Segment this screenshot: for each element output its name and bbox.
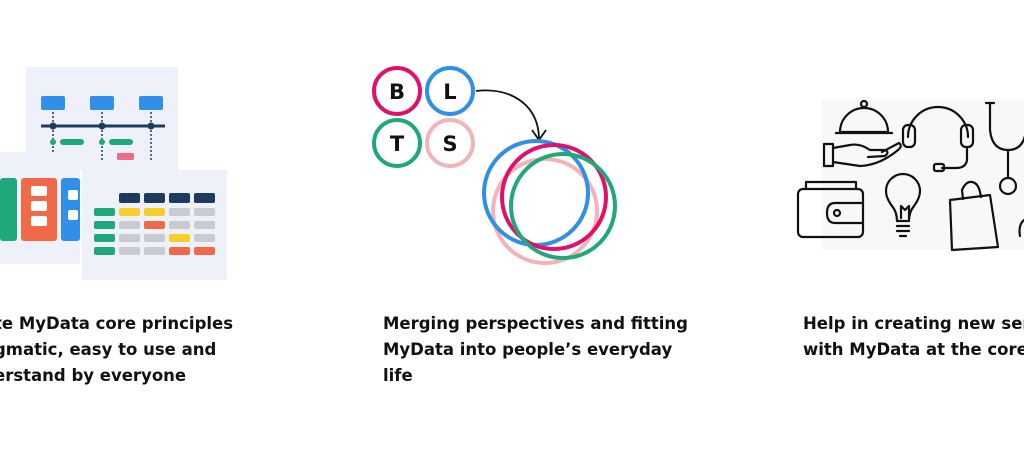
caption-line: Help in creating new ser: [803, 314, 1024, 333]
caption-line: erstand by everyone: [0, 366, 187, 385]
headset-icon: [901, 105, 975, 173]
circle-letter: B: [389, 80, 405, 104]
caption-line: life: [383, 366, 413, 385]
circle-letter: T: [390, 132, 405, 156]
caption-line: with MyData at the core: [803, 340, 1024, 359]
stethoscope-icon: [984, 101, 1024, 196]
shopping-bag-icon: [948, 180, 1024, 252]
feature-caption: Help in creating new ser with MyData at …: [803, 311, 1024, 363]
feature-core-principles: te MyData core principles gmatic, easy t…: [0, 0, 340, 471]
lightbulb-icon: [884, 172, 922, 238]
circle-letter: L: [443, 80, 456, 104]
feature-caption: te MyData core principles gmatic, easy t…: [0, 311, 233, 389]
cloche-hand-icon: [822, 99, 902, 168]
wallet-icon: [796, 180, 865, 239]
caption-line: Merging perspectives and fitting: [383, 314, 688, 333]
service-icons-illustration: [796, 99, 1024, 252]
caption-line: te MyData core principles: [0, 314, 234, 333]
timeline-and-grid-cards-illustration: [0, 67, 227, 280]
feature-merging-perspectives: B L T S Merging perspectives and fitting…: [340, 0, 720, 471]
circle-letter: S: [442, 132, 457, 156]
overlapping-circles-illustration: B L T S: [372, 66, 617, 265]
feature-caption: Merging perspectives and fitting MyData …: [383, 311, 688, 389]
feature-new-services: Help in creating new ser with MyData at …: [720, 0, 1024, 471]
caption-line: gmatic, easy to use and: [0, 340, 217, 359]
caption-line: MyData into people’s everyday: [383, 340, 673, 359]
